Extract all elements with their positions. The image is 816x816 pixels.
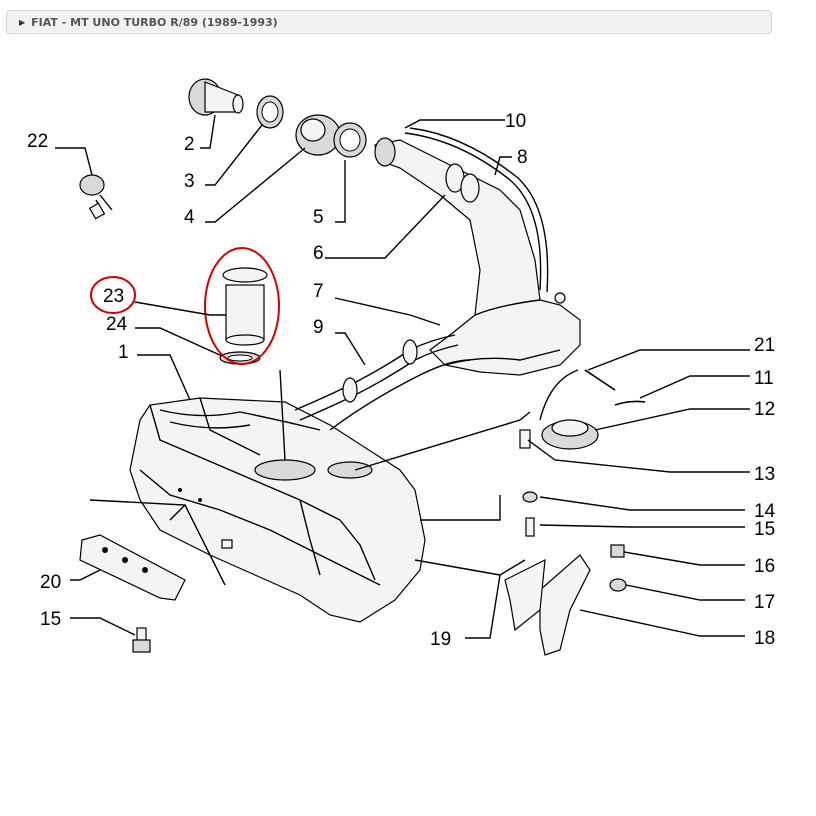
label-13: 13 [754,464,775,485]
label-14: 14 [754,501,776,522]
label-7: 7 [313,281,324,302]
filler-neck[interactable] [374,127,581,376]
label-5: 5 [313,207,324,228]
section-header[interactable]: ▶ FIAT - MT UNO TURBO R/89 (1989-1993) [6,10,772,34]
fuel-hoses[interactable] [279,334,471,461]
bolt-part-15b[interactable] [132,627,151,653]
label-16: 16 [754,556,775,577]
washer-part-17[interactable] [609,578,627,592]
label-9: 9 [313,317,324,338]
nut-part-16[interactable] [610,544,625,558]
fitting-part-13[interactable] [519,429,531,449]
label-23: 23 [103,286,124,307]
label-2: 2 [184,134,195,155]
neck-flange-part-4[interactable] [295,114,341,156]
label-22: 22 [27,131,48,152]
expand-triangle-icon[interactable]: ▶ [19,17,26,27]
fuel-tank[interactable] [129,397,426,623]
label-19: 19 [430,629,451,650]
leader-lines [55,114,750,639]
label-17: 17 [754,592,775,613]
label-24: 24 [106,314,128,335]
label-8: 8 [517,147,528,168]
label-4: 4 [184,207,195,228]
part-labels: 1 2 3 4 5 6 7 8 9 10 11 12 13 14 15 15 1… [27,111,776,650]
fuel-pump-part-23[interactable] [222,267,268,346]
vent-valve-part-12[interactable] [541,419,599,450]
label-21: 21 [754,335,775,356]
label-23-highlight-circle [90,276,136,314]
label-10: 10 [505,111,526,132]
label-11: 11 [754,368,774,389]
label-20: 20 [40,572,61,593]
label-18: 18 [754,628,775,649]
bolt-part-15a[interactable] [525,517,535,537]
part-23-highlight-circle [204,247,280,365]
label-12: 12 [754,399,775,420]
seal-ring-part-3[interactable] [256,95,284,129]
gasket-part-5[interactable] [333,122,367,158]
hose-clip-part-11[interactable] [614,400,646,406]
label-6: 6 [313,243,324,264]
strap-part-20[interactable] [79,534,186,601]
vent-hose-part-21[interactable] [539,369,616,421]
section-title: FIAT - MT UNO TURBO R/89 (1989-1993) [31,15,278,29]
lock-part-22[interactable] [79,174,113,220]
label-1: 1 [118,342,129,363]
washer-part-14[interactable] [522,491,538,503]
bracket-part-18[interactable] [539,554,591,656]
cap-part-2[interactable] [188,78,244,116]
bracket-part-19[interactable] [504,558,546,632]
label-15-left: 15 [40,609,61,630]
label-3: 3 [184,171,195,192]
label-15-right: 15 [754,519,775,540]
